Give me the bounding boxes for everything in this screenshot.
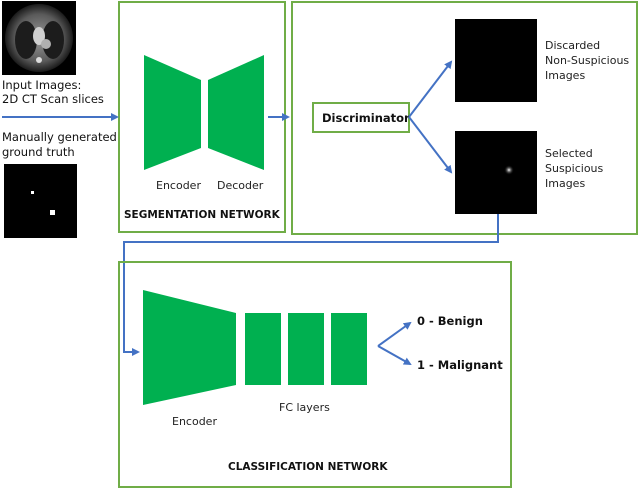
classification-network-box	[118, 261, 512, 488]
output-benign-label: 0 - Benign	[417, 314, 483, 328]
arrow-to-selected	[408, 116, 453, 174]
discarded-label-line2: Non-Suspicious	[545, 54, 629, 67]
segmentation-decoder-shape	[208, 55, 264, 170]
selected-image	[455, 131, 537, 214]
input-label-line2: 2D CT Scan slices	[2, 92, 104, 106]
segmentation-decoder-label: Decoder	[217, 179, 264, 192]
fc-layer-3	[331, 313, 367, 385]
fc-layer-1	[245, 313, 281, 385]
arrow-selected-to-classification	[123, 214, 499, 356]
selected-label-line2: Suspicious	[545, 162, 604, 175]
ct-scan-image	[2, 1, 76, 75]
selected-label-line3: Images	[545, 177, 585, 190]
segmentation-encoder-shape	[144, 55, 201, 170]
classification-encoder-label: Encoder	[172, 415, 217, 428]
discriminator-stage-box	[291, 1, 638, 235]
segmentation-encoder-label: Encoder	[156, 179, 201, 192]
discarded-label-line1: Discarded	[545, 39, 600, 52]
arrow-to-malignant	[377, 345, 412, 365]
ground-truth-label-line1: Manually generated	[2, 130, 117, 144]
fc-layer-2	[288, 313, 324, 385]
classification-network-title: CLASSIFICATION NETWORK	[228, 461, 388, 473]
discarded-image	[455, 19, 537, 102]
output-malignant-label: 1 - Malignant	[417, 358, 503, 372]
discriminator-label: Discriminator	[322, 111, 410, 125]
ground-truth-label-line2: ground truth	[2, 145, 75, 159]
ground-truth-mask	[4, 164, 77, 238]
classification-encoder-shape	[143, 290, 236, 405]
arrow-to-benign	[377, 321, 412, 347]
fc-layers-label: FC layers	[279, 401, 330, 414]
segmentation-network-title: SEGMENTATION NETWORK	[124, 209, 281, 221]
arrow-to-discarded	[408, 60, 453, 118]
input-label-line1: Input Images:	[2, 78, 81, 92]
discriminator-box	[312, 102, 410, 133]
discarded-label-line3: Images	[545, 69, 585, 82]
selected-label-line1: Selected	[545, 147, 593, 160]
